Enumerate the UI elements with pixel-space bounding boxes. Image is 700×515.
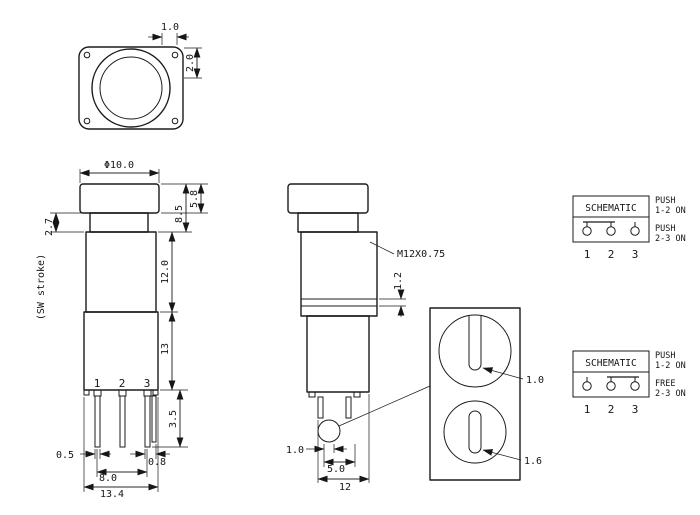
pin-number-2: 2 <box>119 377 126 390</box>
terminal-circle-2 <box>606 226 616 236</box>
pin-3 <box>144 395 151 448</box>
terminal-label-1: 1 <box>584 403 591 416</box>
dim-label-pin-pitch: 8.0 <box>99 473 117 484</box>
terminal-label-2: 2 <box>608 403 615 416</box>
terminal-circle-3 <box>630 226 640 236</box>
detail-circle-top <box>438 314 512 388</box>
terminal-label-1: 1 <box>584 248 591 261</box>
state-result: 2-3 ON <box>655 234 686 244</box>
dim-label-pin-width-2: 0.8 <box>148 457 166 468</box>
dim-label-pin-pitch-side: 5.0 <box>327 464 345 475</box>
corner-post-icon <box>171 117 179 125</box>
state-action: PUSH <box>655 224 675 234</box>
thread-label: M12X0.75 <box>397 249 445 260</box>
terminal-circle-3 <box>630 381 640 391</box>
corner-post-icon <box>83 117 91 125</box>
detail-box <box>429 307 521 481</box>
button-outer-circle <box>91 48 171 128</box>
pin-1 <box>94 395 101 448</box>
dim-label-boss: 1.0 <box>286 445 304 456</box>
state-result: 2-3 ON <box>655 389 686 399</box>
state-action: PUSH <box>655 351 675 361</box>
dim-label-slot-a: 1.0 <box>526 375 544 386</box>
side-view: M12X0.75 1.2 1.0 5.0 12 <box>286 183 445 493</box>
button-collar-side <box>297 212 359 233</box>
dim-label-cap-height: 5.8 <box>189 190 200 208</box>
terminal-stubs <box>586 377 636 382</box>
front-view: 1 2 3 Φ10.0 5.8 8.5 2.7 (SW stroke) 12.0… <box>36 160 208 500</box>
extension-lines <box>161 33 202 79</box>
dim-label-base-width: 13.4 <box>100 489 124 500</box>
corner-post-icon <box>171 51 179 59</box>
dim-label-plate-thickness: 1.2 <box>393 272 404 290</box>
schematic-title: SCHEMATIC <box>585 203 636 214</box>
terminal-label-3: 3 <box>632 403 639 416</box>
pin-side <box>317 396 324 419</box>
switch-upper-body <box>85 231 157 313</box>
base-foot <box>353 391 361 398</box>
top-view: 1.0 2.0 <box>78 22 202 130</box>
terminal-circle-1 <box>582 226 592 236</box>
pin-shoulder <box>118 389 127 397</box>
dim-label-row-pitch: 12 <box>339 482 351 493</box>
pin-2 <box>119 395 126 448</box>
locating-boss <box>317 419 341 443</box>
switch-lower-body-side <box>306 315 370 393</box>
schematic-2: SCHEMATIC 1 2 3 PUSH 1-2 ON FREE 2-3 ON <box>572 350 686 416</box>
pin-side <box>345 396 352 419</box>
button-cap <box>79 183 160 214</box>
dim-label-collar-height: 2.7 <box>44 218 55 236</box>
pin-shoulder <box>93 389 102 397</box>
dim-label-base-height: 13 <box>160 343 171 355</box>
dim-label-tab-height: 2.0 <box>185 54 196 72</box>
pin-rear <box>151 395 157 443</box>
dim-label-body-height: 12.0 <box>160 260 171 284</box>
threaded-bushing <box>300 231 378 317</box>
dim-label-tab-width: 1.0 <box>161 22 179 33</box>
terminal-label-2: 2 <box>608 248 615 261</box>
keyway-slot <box>468 316 482 371</box>
thread-leader-line <box>369 241 395 255</box>
terminal-label-3: 3 <box>632 248 639 261</box>
pin-number-1: 1 <box>94 377 101 390</box>
dim-label-cap-diameter: Φ10.0 <box>104 160 134 171</box>
state-result: 1-2 ON <box>655 206 686 216</box>
terminal-circle-1 <box>582 381 592 391</box>
button-cap-side <box>287 183 369 214</box>
schematic-title: SCHEMATIC <box>585 358 636 369</box>
switch-top-outline <box>78 46 184 130</box>
state-result: 1-2 ON <box>655 361 686 371</box>
extension-lines <box>317 298 406 483</box>
dim-label-pin-length: 3.5 <box>168 410 179 428</box>
terminal-stubs <box>586 222 636 227</box>
corner-post-icon <box>83 51 91 59</box>
detail-view: 1.0 1.6 <box>429 307 544 481</box>
base-foot <box>308 391 316 398</box>
detail-leader-line <box>338 385 431 427</box>
state-action: PUSH <box>655 196 675 206</box>
oblong-slot <box>468 410 482 454</box>
pin-shoulder <box>143 389 152 397</box>
detail-circle-bottom <box>443 400 507 464</box>
schematic-box <box>572 350 650 398</box>
pin-number-3: 3 <box>144 377 151 390</box>
base-foot <box>83 389 90 396</box>
base-foot <box>152 389 159 396</box>
terminal-circle-2 <box>606 381 616 391</box>
button-collar <box>89 212 149 233</box>
dim-label-cap-total-height: 8.5 <box>174 205 185 223</box>
schematic-box <box>572 195 650 243</box>
stroke-note: (SW stroke) <box>36 254 47 320</box>
dim-label-pin-width: 0.5 <box>56 450 74 461</box>
button-inner-circle <box>99 56 163 120</box>
dim-label-slot-b: 1.6 <box>524 456 542 467</box>
state-action: FREE <box>655 379 675 389</box>
schematic-1: SCHEMATIC 1 2 3 PUSH 1-2 ON PUSH 2-3 ON <box>572 195 686 261</box>
